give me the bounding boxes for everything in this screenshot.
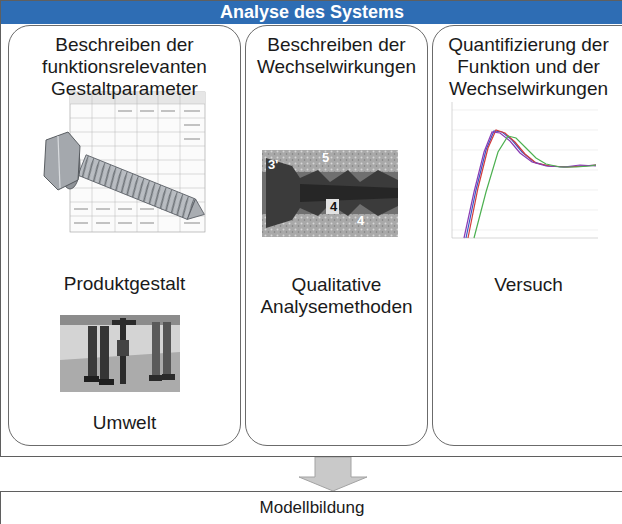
micrograph [262, 150, 398, 237]
result-label: Modellbildung [1, 498, 622, 518]
image-caption: Versuch [437, 274, 620, 296]
screw-illustration [44, 92, 209, 232]
image-caption: Qualitative Analysemethoden [250, 274, 423, 318]
column-box: Beschreiben der WechselwirkungenQualitat… [245, 25, 428, 446]
image-caption: Umwelt [15, 412, 234, 434]
analysis-panel: Analyse des SystemsBeschreiben der funkt… [0, 0, 622, 457]
callout-number: 5 [322, 151, 329, 165]
test-chart [440, 98, 598, 240]
column-heading: Beschreiben der Wechselwirkungen [250, 34, 423, 78]
image-caption: Produktgestalt [15, 273, 234, 295]
environment-photo [60, 315, 180, 392]
column-heading: Beschreiben der funktionsrelevanten Gest… [15, 34, 234, 100]
column-box: Beschreiben der funktionsrelevanten Gest… [8, 25, 241, 446]
callout-number: 4 [328, 200, 339, 214]
column-box: Quantifizierung der Funktion und der Wec… [432, 25, 622, 446]
panel-header: Analyse des Systems [1, 1, 622, 24]
result-box: Modellbildung [0, 491, 622, 524]
block-arrow [299, 457, 367, 491]
column-heading: Quantifizierung der Funktion und der Wec… [437, 34, 620, 100]
callout-number: 4 [357, 214, 364, 228]
callout-number: 3' [268, 158, 278, 172]
